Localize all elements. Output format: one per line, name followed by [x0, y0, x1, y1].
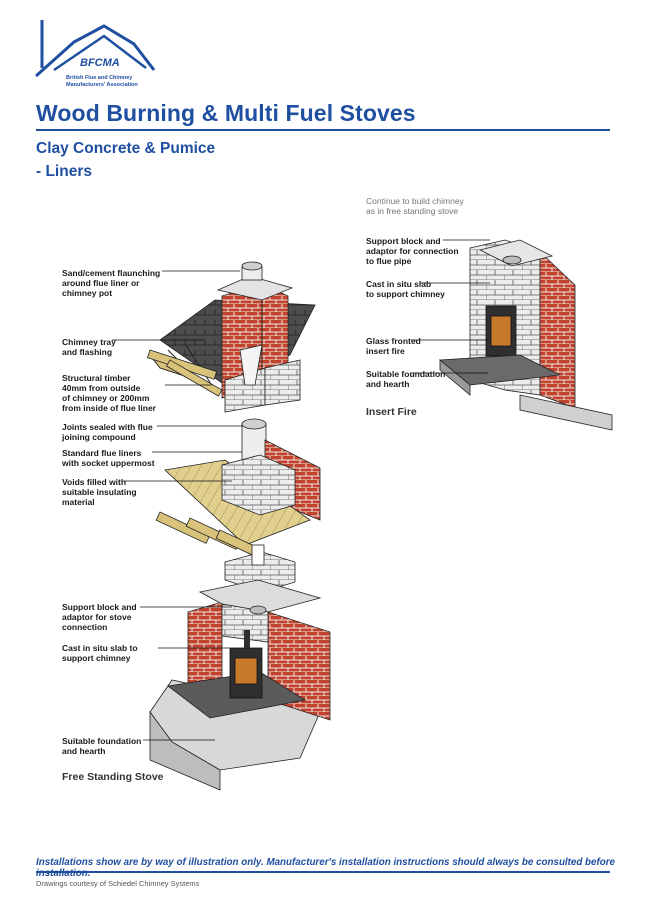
label-standard-liners: Standard flue liners with socket uppermo… — [62, 448, 155, 468]
label-foundation-insert: Suitable foundation and hearth — [366, 369, 446, 389]
label-foundation-stove: Suitable foundation and hearth — [62, 736, 142, 756]
subtitle-line1: Clay Concrete & Pumice — [36, 140, 216, 157]
stove-section — [149, 579, 331, 791]
logo-acronym: BFCMA — [80, 57, 120, 69]
insert-fire-note: Continue to build chimney as in free sta… — [366, 196, 464, 216]
label-flaunching: Sand/cement flaunching around flue liner… — [62, 268, 161, 298]
label-chimney-tray: Chimney tray and flashing — [62, 337, 116, 357]
caption-insert-fire: Insert Fire — [366, 406, 417, 418]
logo-fullname: British Flue and Chimney Manufacturers' … — [66, 75, 156, 88]
label-glass-fronted: Glass fronted insert fire — [366, 336, 421, 356]
logo-fullname-line1: British Flue and Chimney — [66, 75, 133, 81]
bfcma-logo: BFCMA — [34, 20, 156, 78]
page-subtitle: Clay Concrete & Pumice - Liners — [36, 137, 215, 183]
drawings-credit: Drawings courtesy of Schiedel Chimney Sy… — [36, 879, 200, 888]
leader-lines — [112, 239, 490, 741]
label-cast-slab-insert: Cast in situ slab to support chimney — [366, 279, 445, 299]
label-voids-filled: Voids filled with suitable insulating ma… — [62, 477, 137, 507]
insert-fire-section — [438, 239, 613, 431]
label-support-block-stove: Support block and adaptor for stove conn… — [62, 602, 137, 632]
floor-section — [155, 418, 321, 593]
label-cast-slab-stove: Cast in situ slab to support chimney — [62, 643, 138, 663]
subtitle-line2: - Liners — [36, 163, 92, 180]
roof-chimney-section — [147, 261, 316, 413]
page-title: Wood Burning & Multi Fuel Stoves — [36, 100, 416, 126]
footer-divider — [36, 871, 610, 873]
caption-free-standing-stove: Free Standing Stove — [62, 771, 164, 783]
logo-fullname-line2: Manufacturers' Association — [66, 81, 138, 88]
label-support-block-insert: Support block and adaptor for connection… — [366, 236, 459, 266]
disclaimer-note: Installations show are by way of illustr… — [36, 857, 616, 879]
label-joints-sealed: Joints sealed with flue joining compound — [62, 422, 153, 442]
label-structural-timber: Structural timber 40mm from outside of c… — [62, 373, 156, 413]
title-divider — [36, 129, 610, 131]
